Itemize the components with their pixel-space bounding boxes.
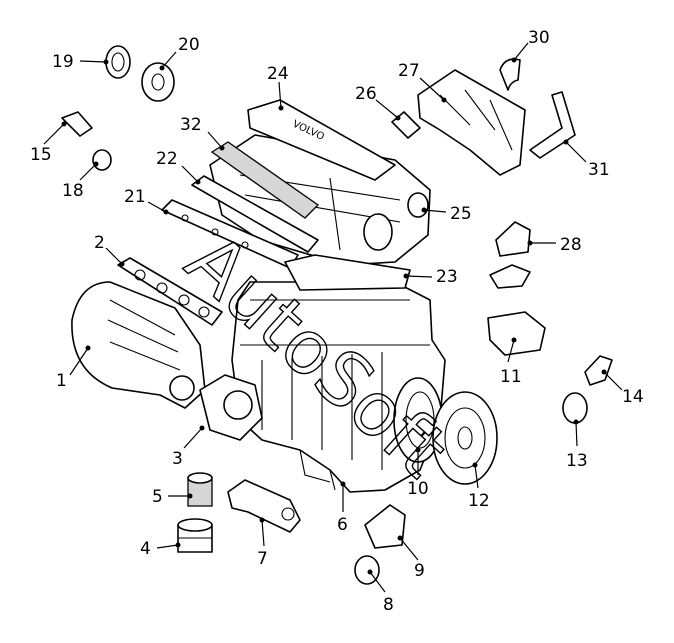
callout-18: 18	[62, 161, 99, 201]
callout-20: 20	[159, 35, 200, 71]
oil-filter	[177, 518, 213, 553]
callout-label: 1	[56, 371, 67, 391]
callout-label: 18	[62, 181, 84, 201]
callout-24: 24	[267, 64, 289, 111]
callout-3: 3	[172, 425, 205, 469]
callout-13: 13	[566, 419, 588, 471]
callout-label: 6	[337, 515, 348, 535]
callout-label: 14	[622, 387, 644, 407]
callout-label: 7	[257, 549, 268, 569]
callout-label: 27	[398, 61, 420, 81]
callout-9: 9	[397, 535, 425, 581]
callout-2: 2	[94, 233, 125, 267]
sensor	[61, 111, 93, 137]
plug	[92, 149, 112, 171]
callout-15: 15	[30, 121, 67, 165]
water-pump	[199, 374, 263, 441]
callout-label: 26	[355, 84, 377, 104]
callout-14: 14	[601, 369, 644, 407]
callout-label: 11	[500, 367, 522, 387]
callout-4: 4	[140, 539, 181, 559]
callout-label: 32	[180, 115, 202, 135]
callout-7: 7	[257, 517, 268, 569]
callout-19: 19	[52, 52, 109, 72]
callout-label: 20	[178, 35, 200, 55]
valve-cover: VOLVO	[247, 99, 396, 181]
callout-label: 24	[267, 64, 289, 84]
callout-label: 22	[156, 149, 178, 169]
callout-23: 23	[403, 267, 458, 287]
drive-plate	[432, 391, 498, 485]
callout-label: 12	[468, 491, 490, 511]
callout-5: 5	[152, 487, 193, 507]
callout-label: 4	[140, 539, 151, 559]
callout-26: 26	[355, 84, 401, 121]
callout-label: 28	[560, 235, 582, 255]
callout-label: 13	[566, 451, 588, 471]
callout-label: 8	[383, 595, 394, 615]
rubber-mount	[562, 392, 588, 424]
callout-10: 10	[407, 447, 429, 499]
callout-25: 25	[421, 204, 472, 224]
callout-label: 30	[528, 28, 550, 48]
callout-22: 22	[156, 149, 201, 185]
callout-28: 28	[527, 235, 582, 255]
support-bracket	[364, 504, 406, 549]
callout-12: 12	[468, 462, 490, 511]
oil-filter-housing	[227, 479, 301, 533]
callout-label: 15	[30, 145, 52, 165]
callout-label: 3	[172, 449, 183, 469]
callout-6: 6	[337, 481, 348, 535]
callout-label: 31	[588, 160, 610, 180]
exhaust-pipe	[499, 58, 521, 91]
engine-mount	[487, 311, 546, 356]
callout-label: 25	[450, 204, 472, 224]
callout-27: 27	[398, 61, 447, 103]
intake-manifold-gasket	[117, 257, 223, 326]
callout-label: 19	[52, 52, 74, 72]
filter-element	[187, 472, 213, 507]
intake-manifold	[71, 281, 206, 409]
callout-label: 5	[152, 487, 163, 507]
callout-label: 9	[414, 561, 425, 581]
callout-label: 21	[124, 187, 146, 207]
callout-1: 1	[56, 345, 91, 391]
callout-21: 21	[124, 187, 169, 215]
callout-label: 2	[94, 233, 105, 253]
small-bracket	[584, 355, 613, 386]
callout-32: 32	[180, 115, 225, 151]
camshaft-cover	[210, 141, 320, 219]
seal-ring	[105, 45, 131, 79]
callout-label: 23	[436, 267, 458, 287]
head-gasket	[284, 254, 411, 291]
callout-30: 30	[511, 28, 550, 63]
mount-bracket	[489, 221, 531, 289]
callout-11: 11	[500, 337, 522, 387]
head-gasket-strip-22	[191, 175, 319, 253]
callout-8: 8	[367, 569, 394, 615]
coolant-hose	[529, 91, 576, 159]
pulley	[141, 62, 175, 102]
manifold-gasket-strip-21	[161, 199, 299, 269]
callout-31: 31	[563, 139, 610, 180]
exhaust-manifold	[417, 69, 526, 176]
callout-label: 10	[407, 479, 429, 499]
